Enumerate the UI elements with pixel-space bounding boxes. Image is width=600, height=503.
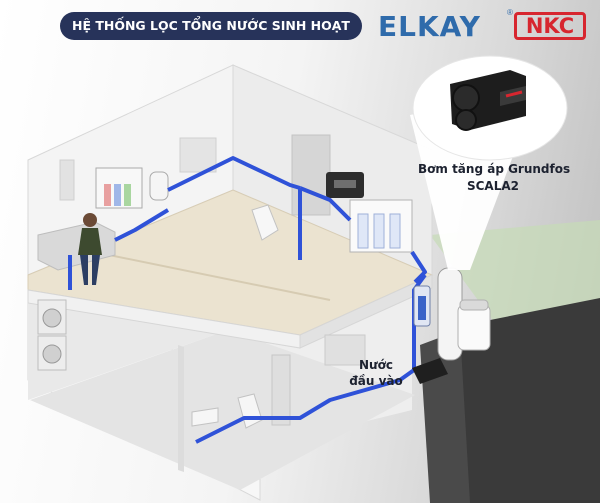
- window-lower-radiator: [324, 334, 366, 366]
- pipe-main-upper: [167, 156, 301, 192]
- ro-cartridge-3: [389, 213, 401, 249]
- water-inlet-label: Nước đầu vào: [340, 358, 412, 388]
- booster-pump-small: [412, 358, 448, 384]
- logo-elkay-text: ELKAY: [378, 10, 481, 43]
- filter-cartridge-blue: [114, 184, 121, 206]
- grundfos-pump-icon: [450, 70, 526, 131]
- washer-drum-top: [42, 308, 62, 328]
- lower-door: [271, 354, 291, 426]
- pump-label: Bơm tăng áp Grundfos SCALA2: [418, 162, 571, 193]
- logo-nkc-badge: NKC: [514, 12, 586, 40]
- softener-lid: [459, 299, 489, 311]
- water-inlet-line2: đầu vào: [349, 374, 403, 388]
- toilet-upper: [251, 204, 279, 241]
- softener-cabinet: [457, 304, 491, 351]
- pipe-upper-right: [299, 186, 352, 222]
- window-upper-vent: [179, 137, 217, 173]
- lower-partition: [178, 345, 184, 472]
- pump-label-line1: Bơm tăng áp Grundfos: [418, 162, 571, 176]
- filter-cartridge-red: [104, 184, 111, 206]
- filter-cartridge-green: [124, 184, 131, 206]
- pressure-tank: [149, 171, 169, 201]
- logo-registered-mark: ®: [507, 8, 513, 17]
- pipe-lower-run: [195, 368, 416, 444]
- prefilter-core: [418, 296, 426, 320]
- pump-label-line2: SCALA2: [466, 179, 520, 193]
- ro-cartridge-2: [373, 213, 385, 249]
- slab-edge-right: [299, 274, 433, 349]
- person-body: [78, 228, 102, 255]
- water-inlet-line1: Nước: [359, 358, 393, 372]
- window-upper-left: [59, 159, 75, 201]
- brand-logo: ELKAY ® NKC: [378, 8, 590, 44]
- lower-floor: [30, 330, 415, 490]
- control-panel-screen: [334, 180, 356, 188]
- page-title: HỆ THỐNG LỌC TỔNG NƯỚC SINH HOẠT: [60, 12, 362, 40]
- shower-door: [291, 134, 331, 216]
- washer-drum-bottom: [42, 344, 62, 364]
- pipe-to-filter-column: [410, 250, 427, 284]
- ro-cartridge-1: [357, 213, 369, 249]
- person-legs: [80, 255, 100, 285]
- sink-lower: [191, 407, 219, 427]
- pipe-kitchen: [114, 208, 170, 242]
- person-head: [83, 213, 97, 227]
